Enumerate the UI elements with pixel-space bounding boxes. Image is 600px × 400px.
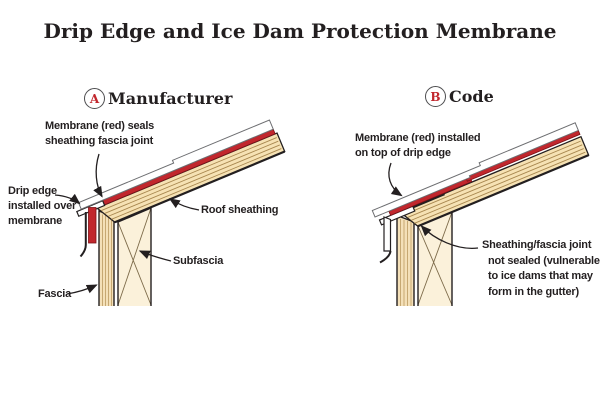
panel-b-drawing [371,122,590,306]
leader-fascia-a [66,284,98,295]
leader-drip-edge-a [54,193,81,205]
panel-a-badge-letter: A [89,91,100,106]
leader-membrane-b [388,162,403,197]
membrane-face-strip-a [88,207,97,244]
label-membrane-b: Membrane (red) installed on top of drip … [355,132,481,159]
leader-roof-sheathing-a [168,198,200,211]
label-drip-edge-a: Drip edge installed over membrane [8,185,77,227]
drip-edge-kick-b [379,250,392,264]
roof-assembly-a [76,119,286,224]
leader-subfascia-a [138,250,172,262]
roof-assembly-b [371,122,590,228]
subfascia-board-a [117,206,152,306]
fascia-board-a [98,209,115,306]
panel-b-heading: Code [449,87,494,106]
subfascia-board-b [417,210,453,306]
leader-membrane-a [93,153,103,198]
drip-edge-face-b [383,216,392,252]
label-fascia-a: Fascia [38,288,72,300]
panel-a-heading: Manufacturer [108,89,233,108]
panel-b-badge: B [425,86,446,107]
fascia-board-b [396,214,415,306]
drip-edge-kick-a [79,212,87,258]
label-joint-b: Sheathing/fascia joint not sealed (vulne… [482,239,600,298]
leader-joint-b [420,225,479,249]
label-roof-sheathing-a: Roof sheathing [201,204,279,216]
label-membrane-a: Membrane (red) seals sheathing fascia jo… [45,120,155,147]
drip-edge-flange-edge-b [413,193,445,209]
page-title: Drip Edge and Ice Dam Protection Membran… [43,19,557,43]
label-subfascia-a: Subfascia [173,255,224,267]
underlayment-b [371,122,579,218]
panel-a-drawing [54,119,286,306]
panel-b-badge-letter: B [430,89,441,104]
panel-a-badge: A [84,88,105,109]
